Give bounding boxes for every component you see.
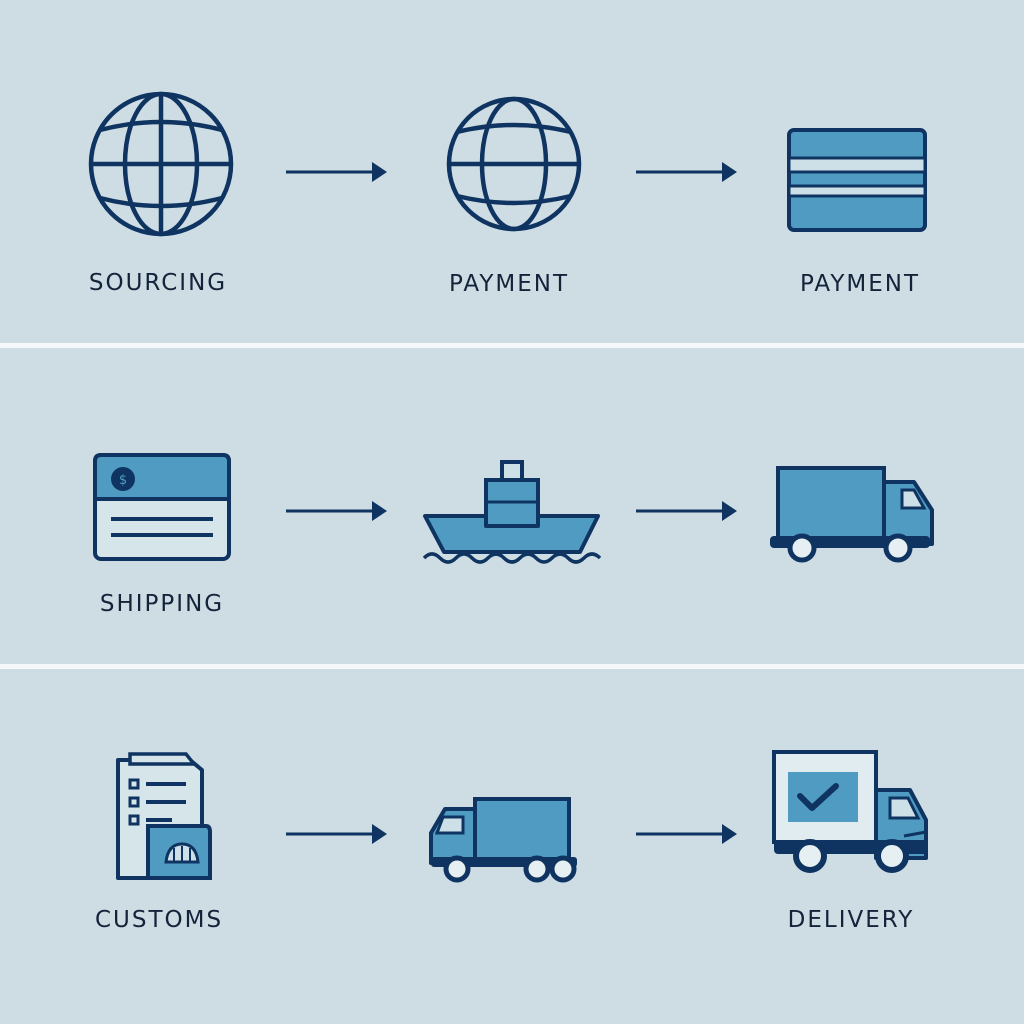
arrow-right-icon (286, 162, 387, 182)
credit-card-icon (787, 128, 927, 232)
step-label: SOURCING (88, 270, 228, 296)
arrow-right-icon (286, 501, 387, 521)
globe-icon (446, 96, 582, 232)
step-label: DELIVERY (787, 907, 915, 933)
delivery-truck-icon (429, 797, 577, 883)
row-divider (0, 664, 1024, 669)
delivery-check-truck-icon (772, 750, 928, 873)
box-truck-icon (770, 466, 934, 563)
row-divider (0, 343, 1024, 348)
arrow-right-icon (636, 824, 737, 844)
customs-document-icon (116, 752, 212, 880)
arrow-right-icon (286, 824, 387, 844)
svg-text:$: $ (119, 473, 127, 488)
step-label: SHIPPING (99, 591, 225, 617)
arrow-right-icon (636, 162, 737, 182)
step-label: PAYMENT (799, 271, 921, 297)
step-label: PAYMENT (448, 271, 570, 297)
step-label: CUSTOMS (94, 907, 224, 933)
cargo-ship-icon (422, 460, 602, 564)
globe-icon (88, 91, 234, 237)
arrow-right-icon (636, 501, 737, 521)
invoice-card-icon: $ (93, 453, 231, 561)
